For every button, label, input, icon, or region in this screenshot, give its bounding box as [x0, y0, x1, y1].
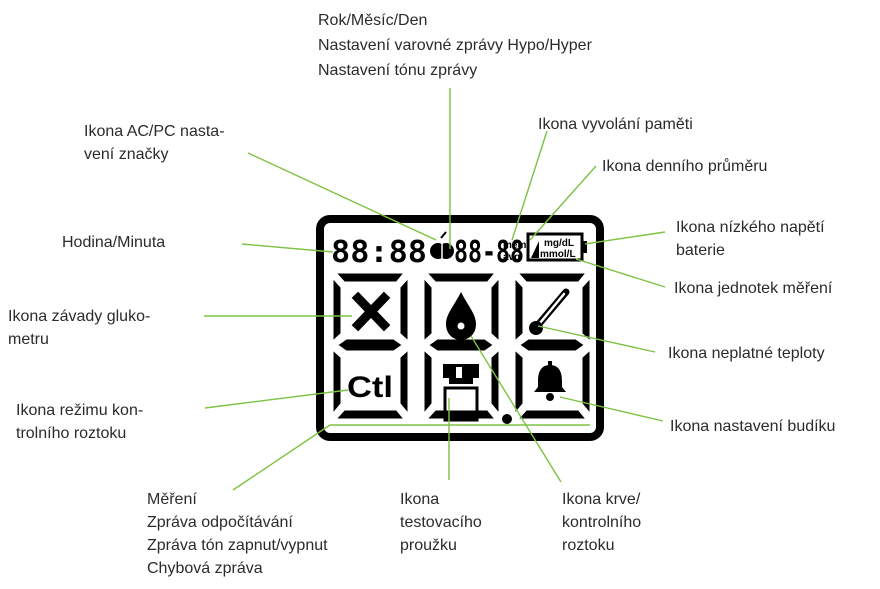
- leader-lines: [204, 88, 666, 491]
- label-date-settings: Rok/Měsíc/Den Nastavení varovné zprávy H…: [318, 12, 592, 79]
- battery-icon: [526, 232, 587, 262]
- label-units: Ikona jednotek měření: [674, 280, 833, 297]
- avg-indicator: avg: [503, 252, 520, 263]
- ctl-icon: Ctl: [347, 371, 393, 404]
- label-invalid-temperature: Ikona neplatné teploty: [668, 345, 825, 362]
- segment-block-top-left: [330, 270, 411, 354]
- test-strip-icon: [443, 364, 479, 422]
- decimal-dot: [502, 414, 512, 424]
- unit-mmol: mmol/L: [540, 249, 576, 260]
- time-digits: 88:88: [331, 235, 427, 270]
- thermometer-icon: [529, 288, 570, 335]
- label-measurement: Měření Zpráva odpočítávání Zpráva tón za…: [147, 491, 328, 577]
- label-low-battery: Ikona nízkého napětí baterie: [676, 219, 825, 259]
- segment-block-bottom-right: [512, 344, 593, 422]
- mem-indicator: mem: [503, 240, 526, 251]
- label-control-mode: Ikona režimu kon- trolního roztoku: [16, 402, 144, 442]
- label-acpc: Ikona AC/PC nasta- vení značky: [84, 123, 225, 163]
- label-memory: Ikona vyvolání paměti: [538, 116, 693, 133]
- lcd-frame: [316, 215, 604, 441]
- blood-drop-icon: [446, 292, 476, 340]
- label-daily-average: Ikona denního průměru: [602, 158, 768, 175]
- label-hour-minute: Hodina/Minuta: [62, 234, 166, 251]
- segment-block-bottom-left: [330, 344, 411, 422]
- bell-icon: [534, 361, 566, 401]
- label-test-strip: Ikona testovacího proužku: [400, 491, 482, 554]
- segment-block-top-right: [512, 270, 593, 354]
- x-error-icon: [351, 291, 391, 332]
- label-alarm: Ikona nastavení budíku: [670, 418, 836, 435]
- label-meter-error: Ikona závady gluko- metru: [8, 308, 151, 348]
- unit-mgdl: mg/dL: [544, 238, 574, 249]
- label-blood-control: Ikona krve/ kontrolního roztoku: [562, 491, 642, 554]
- date-digits: 88-88: [454, 235, 524, 270]
